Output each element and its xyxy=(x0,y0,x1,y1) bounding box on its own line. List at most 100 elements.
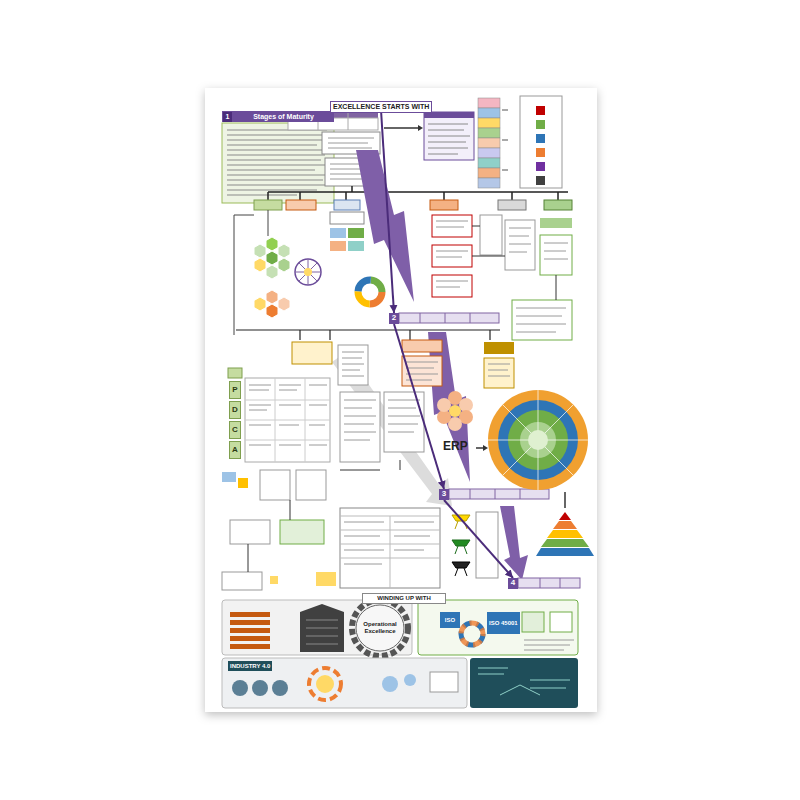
cycle-seg xyxy=(358,280,382,304)
node-text: 3 xyxy=(442,490,446,499)
green-box xyxy=(540,218,572,228)
node-text: P xyxy=(232,386,237,395)
text-lines xyxy=(344,400,420,440)
icon xyxy=(252,680,268,696)
wire xyxy=(248,460,400,572)
pyramid-layer xyxy=(536,548,594,556)
table-lines xyxy=(340,516,440,588)
stack-cell xyxy=(478,138,500,148)
bar xyxy=(230,620,270,625)
flow-connector xyxy=(444,500,513,578)
badge xyxy=(522,612,544,632)
flow-connector xyxy=(394,324,444,489)
belt xyxy=(452,540,470,554)
info-box xyxy=(424,112,474,160)
hex xyxy=(266,237,278,251)
sticky xyxy=(316,572,336,586)
olive-box xyxy=(484,342,514,354)
note-box xyxy=(292,342,332,364)
panel-tag: INDUSTRY 4.0 xyxy=(228,661,272,671)
red-box xyxy=(432,245,472,267)
tile xyxy=(238,478,248,488)
petal xyxy=(459,398,473,412)
flow-box xyxy=(330,212,364,224)
sticky xyxy=(270,576,278,584)
screen xyxy=(430,672,458,692)
icon xyxy=(536,148,545,157)
ring xyxy=(352,600,408,656)
pointer-line xyxy=(384,127,418,129)
branch-box xyxy=(286,200,316,210)
tile xyxy=(330,228,346,238)
branch-box xyxy=(498,200,526,210)
hex-cluster xyxy=(254,290,290,318)
pdca-band: C xyxy=(229,421,241,439)
erp-ring xyxy=(488,390,588,490)
hex xyxy=(278,258,290,272)
node-text: Operational Excellence xyxy=(357,621,403,634)
hex-cluster xyxy=(254,237,290,279)
node-text: 4 xyxy=(511,579,515,588)
text-lines xyxy=(524,640,574,650)
icon xyxy=(536,106,545,115)
red-box xyxy=(432,215,472,237)
house xyxy=(300,604,344,652)
stack-cell xyxy=(478,128,500,138)
belt xyxy=(452,562,470,576)
stack-cell xyxy=(478,118,500,128)
panel-dark xyxy=(470,658,578,708)
iso-badge: ISO xyxy=(440,612,460,628)
flower-centre xyxy=(449,405,461,417)
icon xyxy=(536,162,545,171)
lower-table xyxy=(340,508,440,588)
hex xyxy=(278,297,290,311)
node-text: C xyxy=(232,426,238,435)
erp-centre xyxy=(528,430,548,450)
bar xyxy=(230,612,270,617)
intro-panel xyxy=(222,123,334,203)
header-box: WINDING UP WITH xyxy=(362,593,446,604)
node-text: WINDING UP WITH xyxy=(377,595,431,602)
hex xyxy=(278,244,290,258)
erp-dividers xyxy=(488,390,588,490)
poster-sheet xyxy=(205,88,597,712)
note-box xyxy=(340,392,380,462)
ticks xyxy=(502,110,508,170)
green-box xyxy=(540,235,572,275)
tile xyxy=(348,228,364,238)
pdca-table xyxy=(245,378,330,462)
cycle-seg xyxy=(358,280,382,304)
text-lines xyxy=(428,124,470,154)
node-text: 2 xyxy=(392,314,396,323)
branch-box xyxy=(544,200,572,210)
icon xyxy=(536,120,545,129)
node-text: ISO xyxy=(445,617,455,624)
ring xyxy=(309,668,341,700)
pdca-band: P xyxy=(229,381,241,399)
hex xyxy=(254,297,266,311)
stack-cell xyxy=(478,178,500,188)
section-bar: Stages of Maturity1 xyxy=(222,111,334,122)
bar xyxy=(230,636,270,641)
pointer-head xyxy=(418,125,423,131)
dark-lines xyxy=(478,668,570,695)
section-number: 3 xyxy=(439,489,449,500)
network-hub xyxy=(304,268,312,276)
pointer-line xyxy=(564,492,566,508)
pdca-band: A xyxy=(229,441,241,459)
icon xyxy=(536,176,545,185)
pyramid-layer xyxy=(541,539,589,547)
pdca-band: D xyxy=(229,401,241,419)
text-lines xyxy=(342,352,510,380)
iso-ring xyxy=(461,623,483,645)
stack-cell xyxy=(478,108,500,118)
iso-badge: ISO 45001 xyxy=(487,612,520,634)
icon-box xyxy=(520,96,562,188)
section-number: 4 xyxy=(508,578,518,589)
branch-box xyxy=(334,200,360,210)
hex xyxy=(254,244,266,258)
text-lines xyxy=(249,385,327,445)
